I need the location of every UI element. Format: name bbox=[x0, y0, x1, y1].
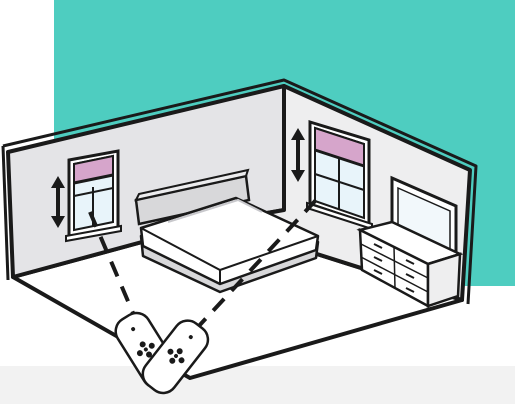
right-window bbox=[306, 119, 373, 231]
bed-sheet bbox=[139, 196, 320, 286]
remote-control-icon bbox=[141, 319, 210, 395]
bed bbox=[134, 168, 320, 294]
outer-left-edge bbox=[1, 145, 10, 281]
signal-line-right bbox=[182, 198, 318, 344]
left-window bbox=[65, 149, 122, 243]
dresser bbox=[356, 175, 464, 309]
signal-line-left bbox=[88, 211, 138, 321]
bottom-band bbox=[0, 366, 515, 404]
outer-wall-edge bbox=[2, 78, 478, 305]
up-down-arrow-icon bbox=[291, 128, 305, 182]
up-down-arrow-icon bbox=[51, 176, 65, 228]
